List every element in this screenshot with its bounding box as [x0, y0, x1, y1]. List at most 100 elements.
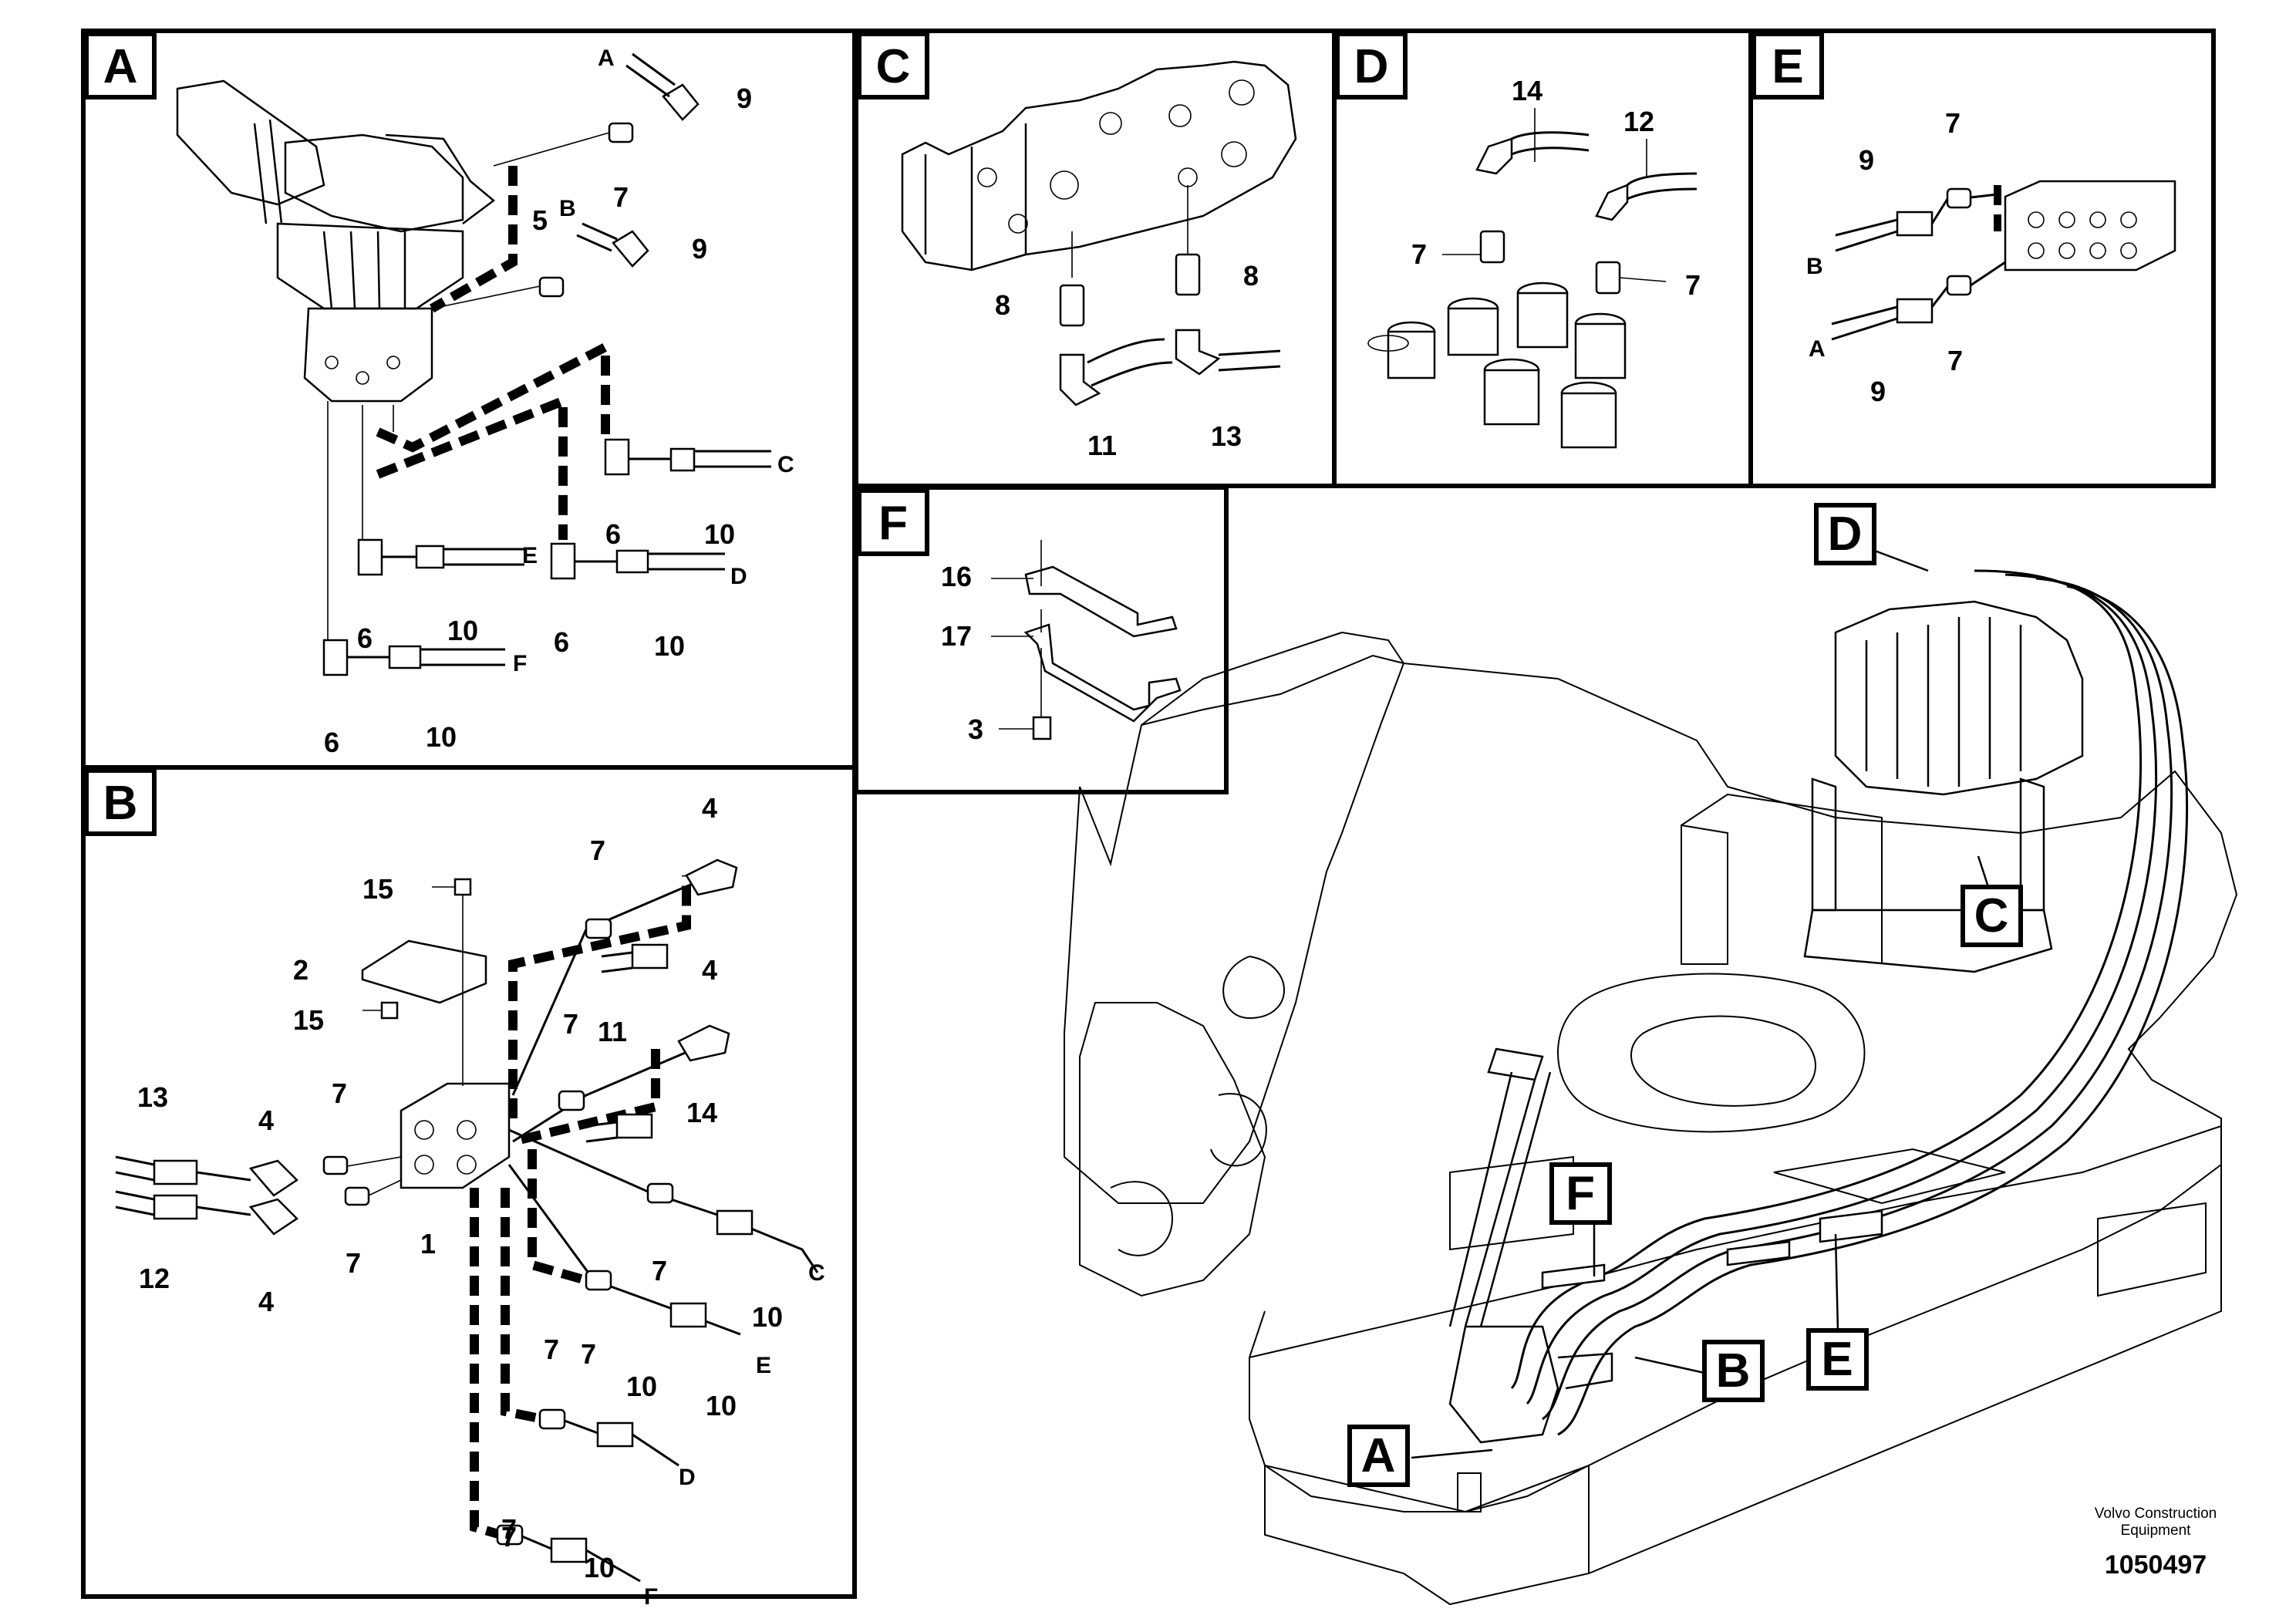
tee-6-f	[322, 639, 505, 676]
svg-text:B: B	[1806, 254, 1823, 279]
overview-label-e: E	[1806, 1328, 1869, 1391]
svg-text:7: 7	[652, 1255, 667, 1286]
svg-text:10: 10	[704, 518, 735, 550]
svg-text:14: 14	[1512, 75, 1542, 106]
svg-text:4: 4	[258, 1104, 274, 1136]
svg-text:D: D	[679, 1465, 696, 1490]
svg-text:13: 13	[1211, 420, 1242, 452]
svg-text:5: 5	[532, 204, 548, 236]
screw-15-top	[453, 878, 472, 896]
svg-text:7: 7	[1685, 269, 1701, 301]
manifold-block-e	[2004, 180, 2176, 271]
svg-text:7: 7	[590, 835, 605, 866]
footer-company: Volvo Construction	[2095, 1506, 2217, 1522]
panel-c-drawing	[901, 60, 1297, 406]
svg-text:8: 8	[1243, 260, 1259, 292]
panel-f-callouts: 16 17 3	[941, 561, 983, 745]
overview-label-a: A	[1347, 1425, 1410, 1487]
nozzle-4-top	[685, 858, 738, 896]
svg-text:3: 3	[968, 713, 983, 745]
adapter-8-right	[1175, 253, 1201, 296]
svg-text:9: 9	[1870, 376, 1886, 407]
panel-tag-d: D	[1335, 32, 1408, 99]
panel-c-callouts: 8 8 11 13	[995, 260, 1259, 461]
svg-text:C: C	[808, 1260, 825, 1286]
svg-text:9: 9	[692, 233, 707, 265]
footer: Volvo Construction Equipment 1050497	[2095, 1506, 2217, 1580]
svg-text:B: B	[559, 196, 576, 221]
svg-text:7: 7	[332, 1077, 347, 1109]
svg-text:10: 10	[706, 1390, 737, 1421]
svg-text:7: 7	[544, 1334, 559, 1365]
svg-text:7: 7	[1947, 345, 1963, 376]
svg-text:7: 7	[1945, 107, 1961, 139]
svg-text:E: E	[1772, 40, 1803, 93]
nozzle-4-mid	[677, 1024, 730, 1062]
svg-text:F: F	[1566, 1167, 1595, 1220]
svg-text:C: C	[1974, 889, 2009, 943]
panel-tag-f: F	[857, 488, 929, 556]
bracket-17	[1023, 623, 1182, 723]
svg-text:F: F	[513, 651, 527, 676]
overview-label-b: B	[1702, 1340, 1765, 1402]
svg-text:9: 9	[737, 83, 752, 114]
overview-label-f: F	[1549, 1162, 1612, 1225]
svg-text:10: 10	[584, 1552, 615, 1583]
tee-6-e	[357, 538, 524, 576]
svg-text:4: 4	[702, 792, 717, 824]
panel-f-drawing	[991, 540, 1182, 740]
svg-text:D: D	[730, 564, 747, 589]
panel-d-callouts: 14 12 7 7	[1411, 75, 1701, 301]
svg-text:10: 10	[752, 1301, 783, 1333]
svg-text:7: 7	[1411, 238, 1427, 270]
svg-text:7: 7	[346, 1247, 361, 1279]
svg-text:14: 14	[686, 1097, 717, 1128]
machine-overview	[1064, 569, 2238, 1606]
svg-text:10: 10	[626, 1371, 657, 1402]
svg-text:C: C	[876, 40, 911, 93]
svg-text:8: 8	[995, 289, 1010, 321]
elbow-4-upper	[248, 1159, 298, 1197]
svg-text:7: 7	[501, 1513, 517, 1545]
svg-text:A: A	[103, 40, 138, 93]
svg-text:13: 13	[137, 1081, 168, 1113]
overview-labels: D C F B E A	[1347, 503, 2023, 1487]
svg-text:7: 7	[563, 1008, 578, 1040]
svg-text:C: C	[777, 452, 794, 477]
panel-tag-e: E	[1752, 32, 1824, 99]
svg-text:6: 6	[554, 626, 569, 658]
svg-text:E: E	[756, 1353, 771, 1378]
svg-text:A: A	[1809, 336, 1826, 362]
adapter-8-left	[1059, 284, 1085, 327]
panel-b-drawing	[115, 858, 819, 1583]
svg-text:6: 6	[357, 622, 373, 654]
svg-text:7: 7	[613, 181, 629, 213]
panel-b-callouts: 15 2 15 13 12 4 4 7 7 1 7 11 4 7 14 4 7 …	[137, 792, 825, 1610]
panel-d	[1332, 29, 1753, 488]
svg-text:B: B	[103, 777, 138, 830]
bracket-2	[361, 939, 487, 1004]
tee-6-c	[604, 438, 771, 476]
svg-text:B: B	[1716, 1344, 1751, 1398]
svg-text:7: 7	[501, 1521, 517, 1553]
elbow-4-lower	[248, 1198, 298, 1236]
panel-e-callouts: 9 7 7 9 B A	[1806, 107, 1963, 407]
svg-text:12: 12	[139, 1263, 170, 1294]
fitting-7-right	[1595, 261, 1621, 295]
svg-text:F: F	[644, 1584, 658, 1610]
svg-text:10: 10	[426, 721, 457, 753]
panel-e-drawing	[1831, 180, 2176, 341]
svg-text:10: 10	[447, 615, 478, 646]
panel-tag-b: B	[84, 768, 157, 836]
panel-c	[854, 29, 1337, 488]
screw-3	[1032, 716, 1052, 740]
svg-text:F: F	[878, 497, 908, 550]
svg-text:4: 4	[258, 1286, 274, 1317]
elbow-9-b	[612, 230, 649, 268]
panel-tag-c: C	[857, 32, 929, 99]
panel-d-drawing	[1367, 131, 1698, 449]
svg-text:E: E	[522, 543, 538, 568]
svg-text:6: 6	[324, 727, 339, 758]
svg-text:17: 17	[941, 620, 972, 652]
